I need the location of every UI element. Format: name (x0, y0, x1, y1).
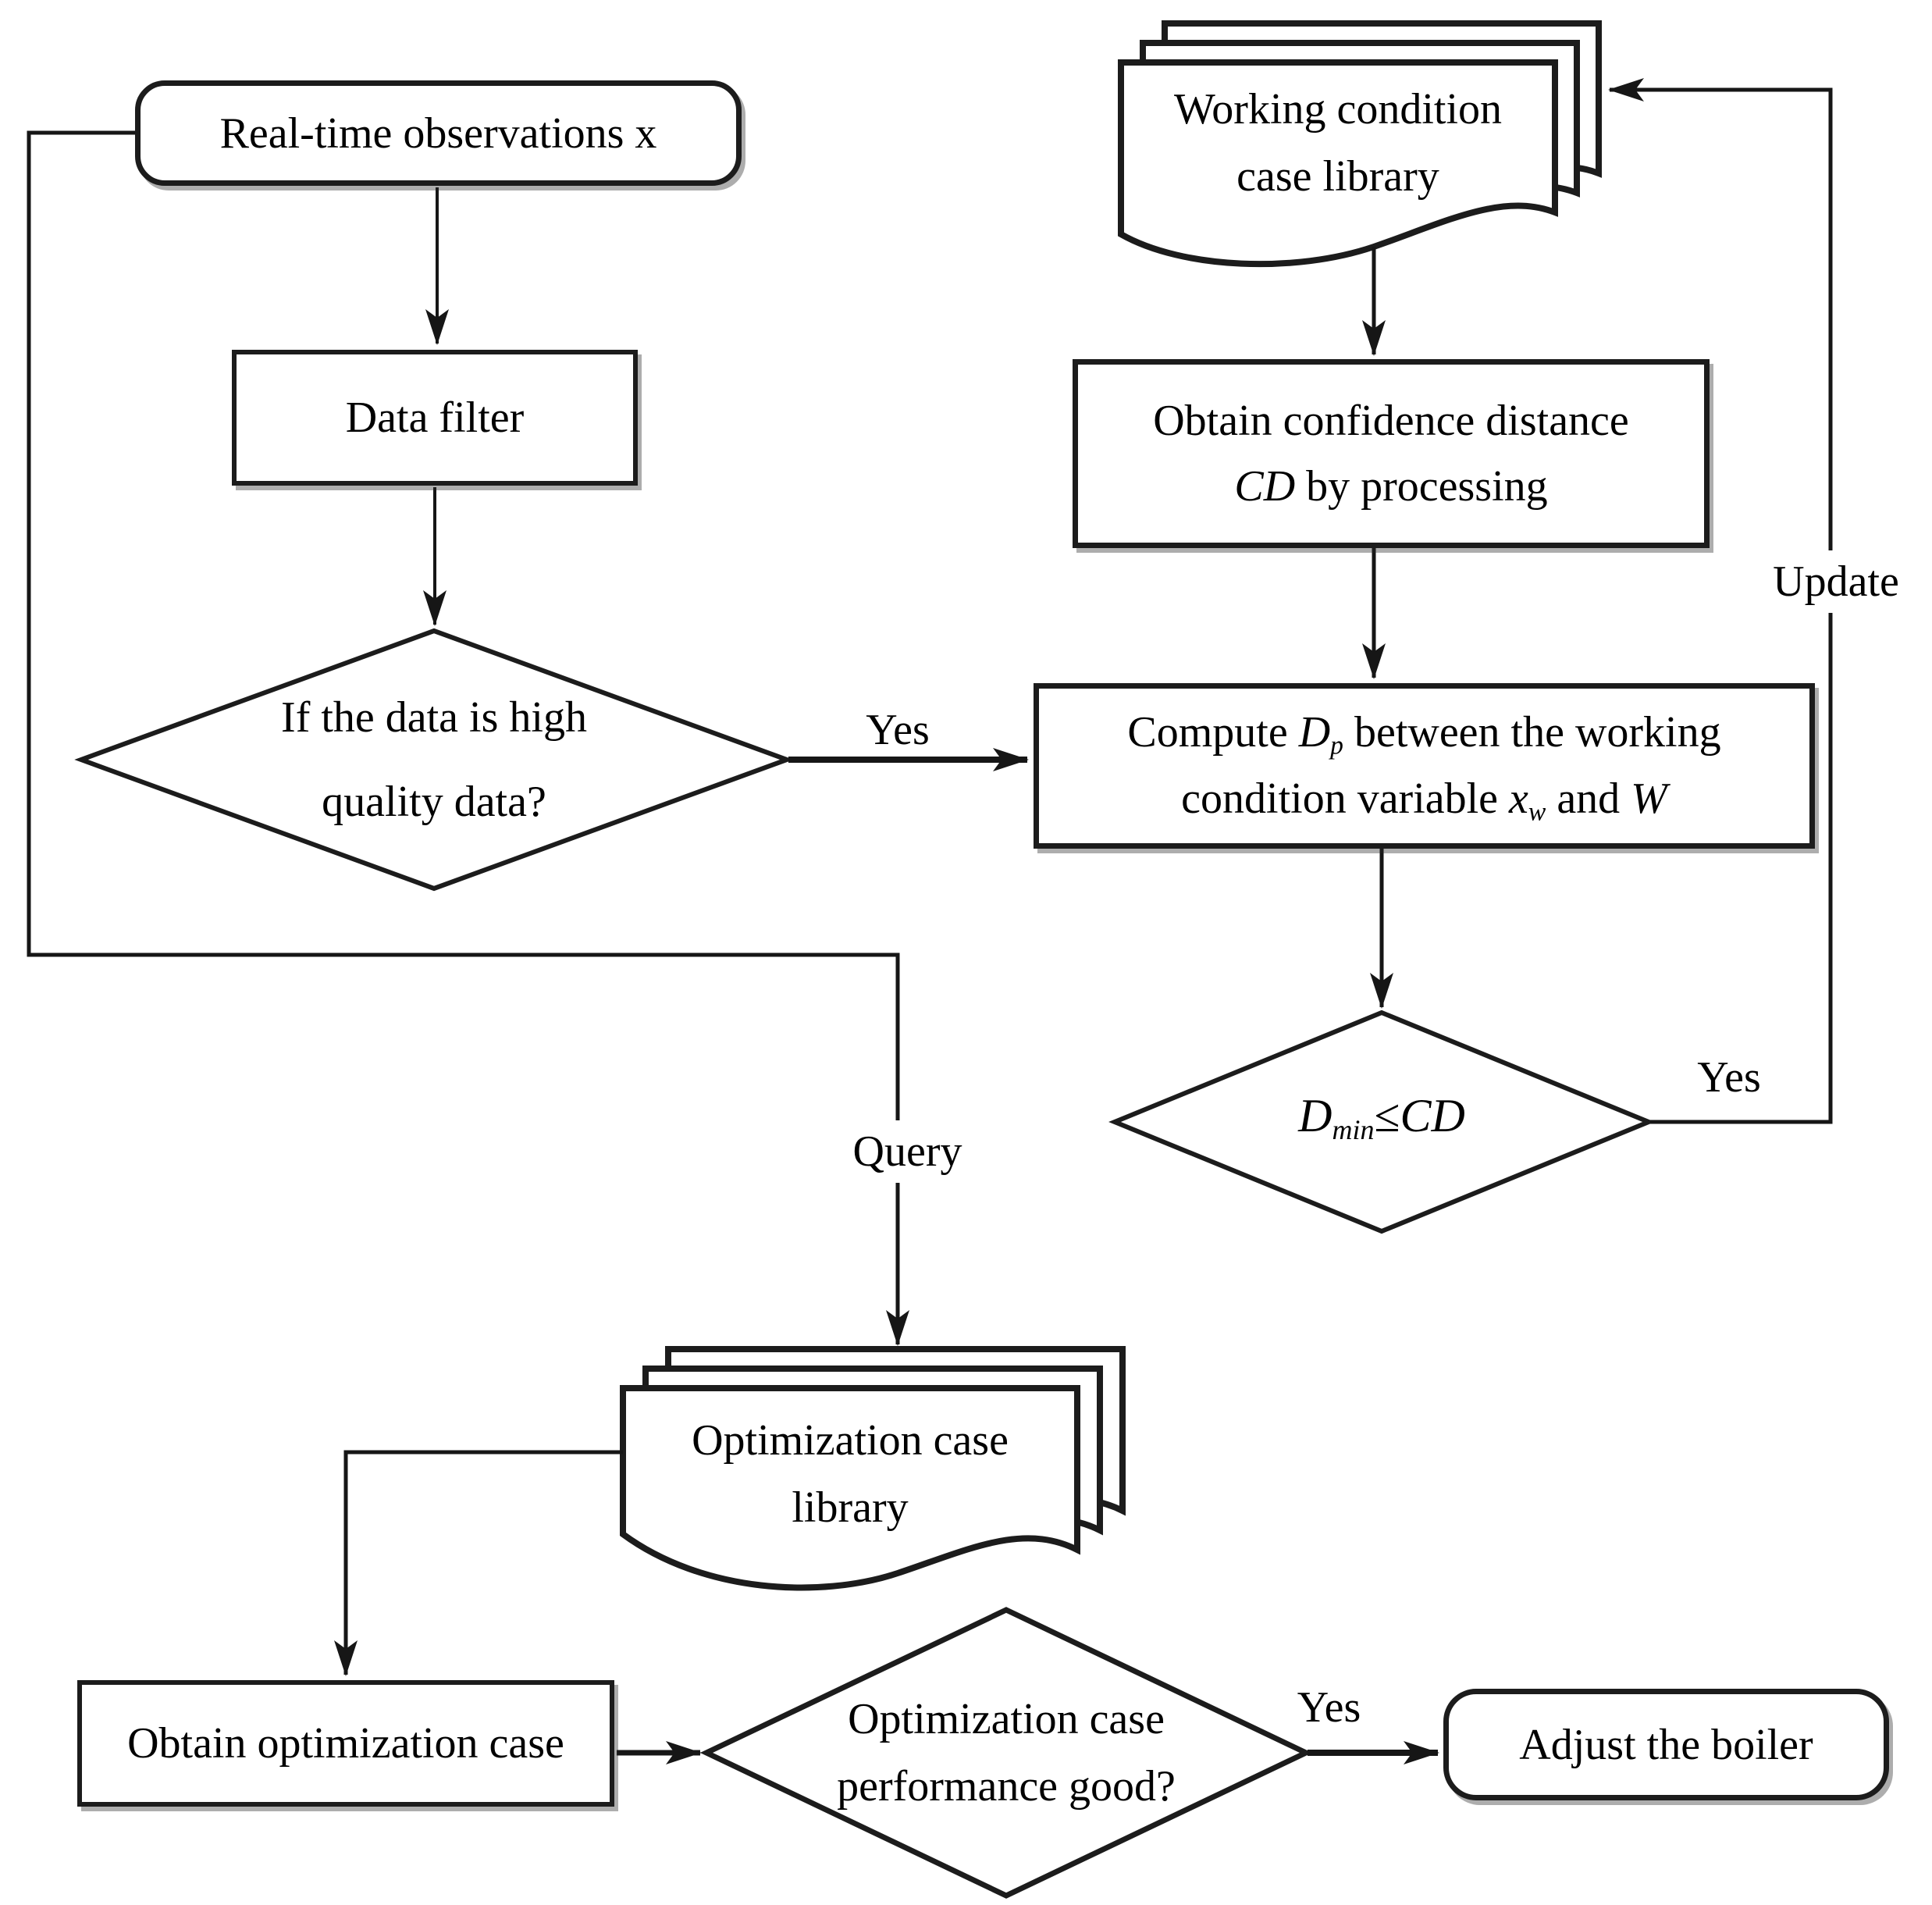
document-front-page (620, 1385, 1080, 1591)
node-data-filter: Data filter (232, 350, 638, 486)
math-var-CD: CD (1234, 462, 1296, 511)
node-obtain-confidence-distance: Obtain confidence distance CD by process… (1073, 359, 1710, 548)
math-sub-p: p (1330, 731, 1343, 760)
performance-decision-diamond (699, 1607, 1313, 1899)
optimization-library-shape (620, 1346, 1126, 1591)
edge-optimization-library-to-obtain-case (334, 1450, 623, 1676)
text-segment: condition variable (1181, 774, 1510, 823)
node-compute-dp: Compute Dp between the working condition… (1034, 683, 1815, 849)
document-front-page (1118, 59, 1558, 268)
node-label-line1: Obtain confidence distance (1153, 397, 1629, 445)
text-segment: between the working (1343, 708, 1721, 757)
node-label: Obtain optimization case (127, 1719, 564, 1768)
math-var-W: W (1631, 774, 1667, 823)
node-obtain-optimization-case: Obtain optimization case (77, 1680, 614, 1807)
dmin-decision-diamond (1108, 1009, 1655, 1234)
edge-label-yes-quality: Yes (866, 706, 930, 754)
edge-label-yes-dmin: Yes (1697, 1053, 1761, 1102)
math-var-x: x (1509, 774, 1528, 823)
node-label: Data filter (345, 393, 525, 442)
node-label: Real-time observations x (219, 109, 657, 158)
node-label-line2-rest: by processing (1295, 462, 1548, 511)
node-label-line2: condition variable xw and W (1181, 766, 1667, 832)
edge-label-update: Update (1735, 550, 1932, 613)
node-label-line2: CD by processing (1234, 454, 1547, 519)
edge-label-query: Query (820, 1120, 995, 1183)
quality-decision-diamond (74, 628, 794, 892)
node-label: Adjust the boiler (1519, 1720, 1813, 1769)
edge-realtime-query-to-optimization-library (27, 130, 909, 1346)
working-condition-library-shape (1118, 20, 1602, 268)
node-label-line1: Compute Dp between the working (1127, 700, 1720, 766)
math-var-D: D (1298, 708, 1331, 757)
math-sub-w: w (1528, 797, 1546, 827)
edge-label-yes-performance: Yes (1297, 1683, 1361, 1732)
node-adjust-boiler: Adjust the boiler (1443, 1689, 1889, 1800)
text-segment: and (1546, 774, 1631, 823)
node-realtime-observations: Real-time observations x (135, 80, 742, 186)
text-segment: Compute (1127, 708, 1299, 757)
